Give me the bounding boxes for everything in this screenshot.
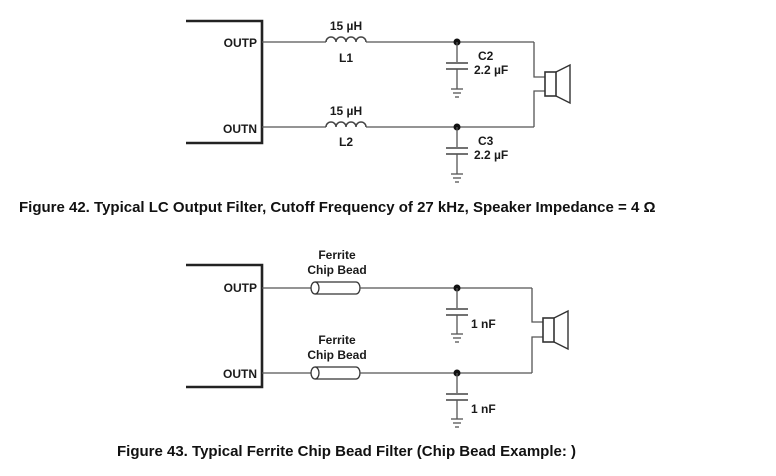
ferrite-bead-icon <box>310 366 361 380</box>
ground-icon <box>451 173 463 183</box>
inductor-l1-ref: L1 <box>339 51 353 65</box>
bead-1-label-line1: Ferrite <box>318 248 356 262</box>
inductor-l2-ref: L2 <box>339 135 353 149</box>
inductor-l2-icon <box>325 121 367 128</box>
bead-2-label-line2: Chip Bead <box>307 348 366 362</box>
ground-icon <box>451 88 463 98</box>
wire <box>533 90 545 127</box>
capacitor-c2-value: 2.2 µF <box>474 63 508 77</box>
pin-label-outp: OUTP <box>224 36 257 50</box>
pin-label-outn: OUTN <box>223 367 257 381</box>
inductor-l1-value: 15 µH <box>330 19 362 33</box>
inductor-l1-icon <box>325 36 367 43</box>
amplifier-block <box>186 263 264 389</box>
amplifier-block <box>186 19 264 145</box>
wire <box>531 288 543 323</box>
pin-label-outp: OUTP <box>224 281 257 295</box>
figure-42-caption: Figure 42. Typical LC Output Filter, Cut… <box>19 199 656 216</box>
capacitor-c3-value: 2.2 µF <box>474 148 508 162</box>
figure-42-diagram: OUTP OUTN 15 µH L1 C2 2.2 µF 15 µH L2 <box>186 19 571 183</box>
wire <box>531 336 543 373</box>
wire <box>533 42 545 78</box>
speaker-icon <box>542 309 569 351</box>
inductor-l2-value: 15 µH <box>330 104 362 118</box>
speaker-icon <box>544 63 571 105</box>
capacitor-c3-ref: C3 <box>478 134 494 148</box>
ground-icon <box>451 333 463 343</box>
ferrite-bead-icon <box>310 281 361 295</box>
figure-43-caption: Figure 43. Typical Ferrite Chip Bead Fil… <box>117 443 576 460</box>
capacitor-c2-ref: C2 <box>478 49 494 63</box>
capacitor-2-value: 1 nF <box>471 402 496 416</box>
capacitor-1-value: 1 nF <box>471 317 496 331</box>
bead-1-label-line2: Chip Bead <box>307 263 366 277</box>
ground-icon <box>451 418 463 428</box>
bead-2-label-line1: Ferrite <box>318 333 356 347</box>
figure-43-diagram: OUTP OUTN Ferrite Chip Bead 1 nF Ferrite <box>186 248 569 428</box>
pin-label-outn: OUTN <box>223 122 257 136</box>
